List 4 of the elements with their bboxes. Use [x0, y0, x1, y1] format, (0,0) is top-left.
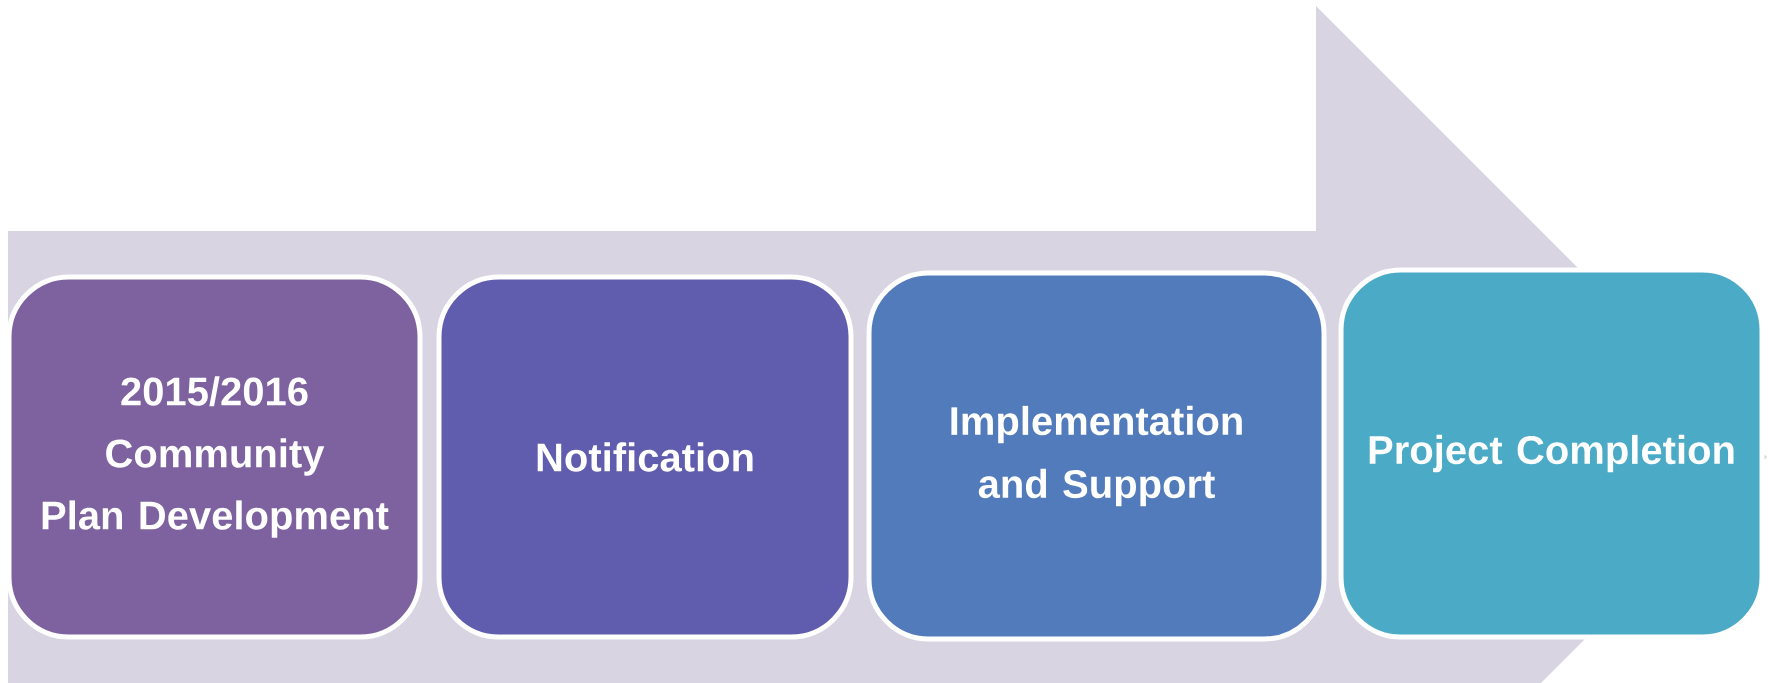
process-box: Implementation and Support: [866, 270, 1327, 642]
process-box: Notification: [436, 274, 854, 640]
process-box: Project Completion: [1338, 267, 1765, 640]
process-box: 2015/2016 Community Plan Development: [6, 274, 423, 640]
